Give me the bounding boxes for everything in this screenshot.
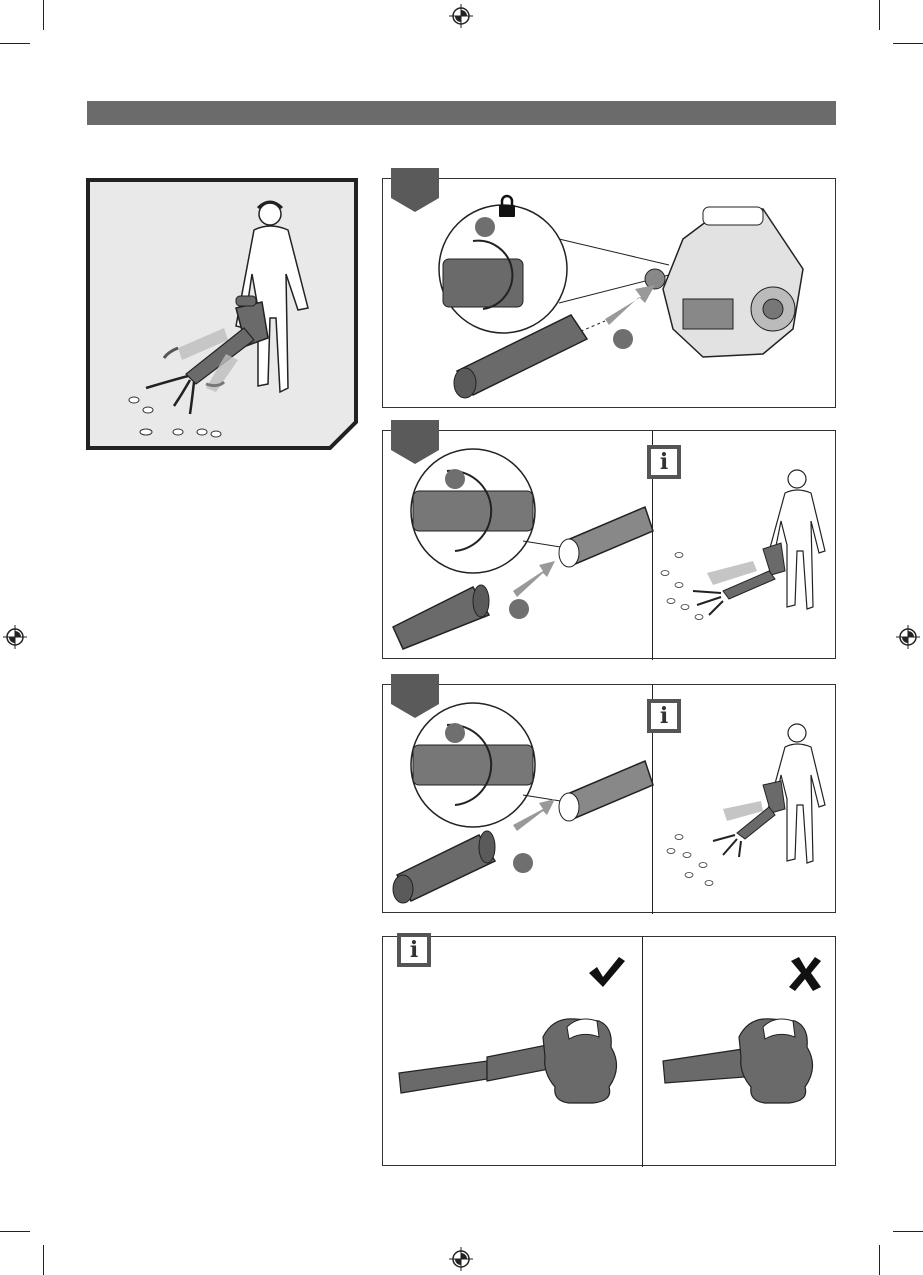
crop-mark-tr-v <box>879 0 880 30</box>
step-1-illustration <box>383 179 837 409</box>
step-3-callout-2 <box>513 853 533 873</box>
crop-mark-br-v <box>879 1245 880 1275</box>
step-3-callout-1 <box>445 723 465 743</box>
correct-blower-illustration <box>383 937 643 1167</box>
incorrect-blower-illustration <box>643 937 837 1167</box>
crop-mark-bl-v <box>43 1245 44 1275</box>
info-icon: i <box>650 702 678 730</box>
registration-mark-left-icon <box>3 625 27 649</box>
step-4-panel: i <box>382 936 836 1166</box>
section-header-bar <box>87 101 836 125</box>
registration-mark-top-icon <box>449 4 473 28</box>
lock-icon <box>497 195 517 217</box>
crop-mark-br-h <box>893 1231 923 1232</box>
registration-mark-right-icon <box>896 625 920 649</box>
crop-mark-tl-v <box>43 0 44 30</box>
step-3-panel: i <box>382 684 836 913</box>
crop-mark-tl-h <box>0 43 30 44</box>
step-1-callout-1 <box>475 217 495 237</box>
step-2-callout-2 <box>509 599 529 619</box>
step-1-callout-2 <box>613 329 633 349</box>
step-1-panel <box>382 178 836 408</box>
info-icon: i <box>650 448 678 476</box>
step-2-info-badge: i <box>647 445 681 479</box>
crop-mark-tr-h <box>893 43 923 44</box>
intro-illustration <box>86 178 360 452</box>
step-2-callout-1 <box>445 469 465 489</box>
step-3-info-badge: i <box>647 699 681 733</box>
registration-mark-bottom-icon <box>449 1247 473 1271</box>
step-2-illustration <box>383 431 837 660</box>
step-3-illustration <box>383 685 837 914</box>
crop-mark-bl-h <box>0 1231 30 1232</box>
step-2-panel: i <box>382 430 836 659</box>
